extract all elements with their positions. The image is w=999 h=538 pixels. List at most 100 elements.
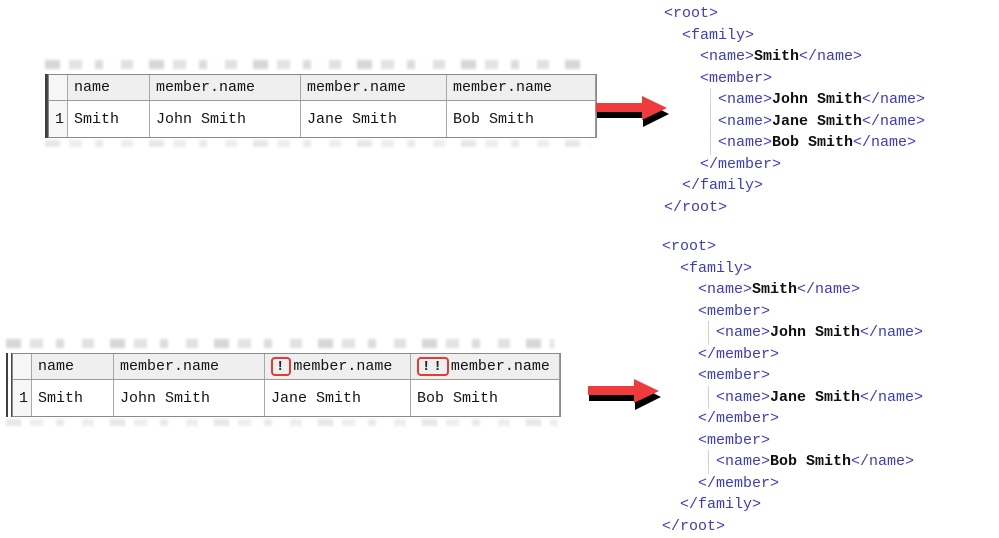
xml-tag: <member> [700, 69, 773, 87]
redacted-row-blur [45, 60, 585, 69]
xml-tag: </name> [797, 281, 861, 298]
column-header-label: member.name [120, 358, 220, 375]
xml-line: </family> [664, 175, 925, 197]
xml-line: <root> [664, 3, 925, 25]
xml-tag: <name> [718, 134, 773, 151]
table-cell: Jane Smith [265, 380, 411, 416]
column-header-label: name [38, 358, 75, 375]
xml-value: Smith [754, 48, 800, 65]
table-cell: Bob Smith [447, 101, 596, 137]
xml-line: <name>Smith</name> [662, 279, 923, 301]
xml-tag: <name> [698, 281, 753, 298]
column-header: !member.name [265, 354, 411, 379]
xml-line: </member> [662, 473, 923, 495]
xml-value: Bob Smith [772, 134, 854, 151]
row-number-header [49, 75, 68, 100]
column-header: member.name [301, 75, 447, 100]
xml-line: <member> [662, 365, 923, 387]
xml-tag: <family> [682, 26, 755, 44]
column-header-label: member.name [453, 79, 553, 96]
xml-tag: <name> [718, 91, 773, 108]
xml-tag: <name> [700, 48, 755, 65]
column-header: member.name [114, 354, 265, 379]
column-header: name [32, 354, 114, 379]
xml-tag: <name> [716, 388, 771, 406]
xml-line: <name>Jane Smith</name> [662, 385, 924, 409]
red-arrow-icon [596, 93, 670, 131]
xml-tag: </member> [698, 474, 780, 492]
table-cell: John Smith [150, 101, 301, 137]
xml-tag: </family> [680, 496, 762, 513]
xml-line: <root> [662, 236, 923, 258]
column-header-label: member.name [450, 358, 550, 375]
row-number: 1 [13, 380, 32, 416]
xml-line: </root> [662, 516, 923, 538]
xml-tag: <root> [664, 5, 719, 22]
xml-tag: </name> [862, 91, 926, 108]
xml-line: <name>Jane Smith</name> [664, 109, 926, 133]
table-cell: Bob Smith [411, 380, 560, 416]
xml-value: John Smith [772, 91, 863, 108]
xml-tag: <name> [718, 112, 773, 130]
table-cell: Smith [32, 380, 114, 416]
xml-value: Jane Smith [770, 388, 861, 406]
exclamation-marker-icon: !! [417, 357, 449, 376]
xml-value: Jane Smith [772, 112, 863, 130]
header-row: name member.name member.name member.name [49, 75, 596, 101]
xml-tag: <name> [716, 324, 771, 341]
xml-line: </member> [662, 408, 923, 430]
column-header-label: member.name [307, 79, 407, 96]
xml-tag: <family> [680, 259, 753, 277]
xml-line: <name>Bob Smith</name> [662, 450, 923, 473]
xml-value: Smith [752, 281, 798, 298]
xml-line: <family> [664, 25, 925, 47]
xml-tag: </root> [662, 517, 726, 535]
xml-line: </root> [664, 197, 925, 219]
xml-value: John Smith [770, 324, 861, 341]
row-number-header [13, 354, 32, 379]
xml-tag: </root> [664, 198, 728, 216]
redacted-row-blur [6, 419, 558, 426]
xml-tag: </name> [851, 453, 915, 470]
xml-tag: </member> [698, 410, 780, 427]
xml-tag: </name> [860, 324, 924, 341]
grid-left-edge [6, 353, 12, 417]
xml-line: <member> [664, 68, 925, 90]
column-header: !!member.name [411, 354, 560, 379]
xml-tag: </member> [698, 345, 780, 363]
xml-line: </member> [664, 154, 925, 176]
xml-tag: </name> [799, 48, 863, 65]
column-header: name [68, 75, 150, 100]
xml-tag: </name> [860, 388, 924, 406]
redacted-row-blur [6, 339, 554, 348]
xml-line: <name>Bob Smith</name> [664, 131, 925, 154]
xml-tag: </name> [862, 112, 926, 130]
xml-output-multiple-members: <root> <family> <name>Smith</name> <memb… [662, 236, 923, 537]
table-cell: Smith [68, 101, 150, 137]
xml-line: <name>John Smith</name> [664, 88, 926, 111]
column-header: member.name [150, 75, 301, 100]
xml-tag: </member> [700, 155, 782, 173]
column-header: member.name [447, 75, 596, 100]
xml-line: </member> [662, 344, 923, 366]
column-header-label: member.name [293, 358, 393, 375]
xml-tag: <member> [698, 367, 771, 384]
row-number: 1 [49, 101, 68, 137]
xml-output-single-member: <root> <family> <name>Smith</name> <memb… [664, 3, 925, 218]
xml-line: <member> [662, 430, 923, 452]
xml-line: <family> [662, 258, 923, 280]
red-arrow-icon [588, 376, 662, 414]
xml-line: <member> [662, 301, 923, 323]
xml-tag: <member> [698, 302, 771, 320]
column-header-label: name [74, 79, 111, 96]
xml-line: <name>Smith</name> [664, 46, 925, 68]
table-cell: John Smith [114, 380, 265, 416]
